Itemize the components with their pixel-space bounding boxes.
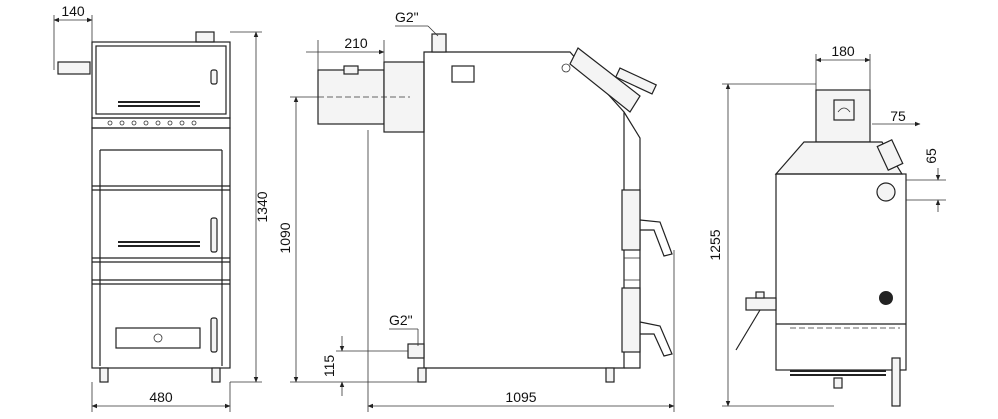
label-side-connection-top: G2" <box>395 9 419 25</box>
dim-front-top-offset: 140 <box>61 3 85 19</box>
dim-rear-vertical: 65 <box>923 148 939 164</box>
side-view: G2" 210 1090 G2" 115 1095 <box>277 9 675 412</box>
dim-front-height: 1340 <box>254 191 270 222</box>
front-view: 140 1340 480 <box>53 3 270 412</box>
dim-side-depth: 1095 <box>505 389 536 405</box>
front-vent-middle <box>118 241 200 247</box>
control-knobs <box>107 120 197 126</box>
rear-view: 180 75 65 1255 <box>707 43 946 407</box>
dim-rear-flue-width: 180 <box>831 43 855 59</box>
dim-side-flue: 210 <box>344 35 368 51</box>
dim-side-bottom-conn: 115 <box>321 355 337 378</box>
dim-rear-offset: 75 <box>890 108 906 124</box>
dim-rear-height: 1255 <box>707 229 723 260</box>
front-vent-upper <box>118 101 200 107</box>
rear-vent <box>790 327 900 376</box>
dim-front-width: 480 <box>149 389 173 405</box>
dim-side-height: 1090 <box>277 222 293 253</box>
label-side-connection-bottom: G2" <box>389 312 413 328</box>
